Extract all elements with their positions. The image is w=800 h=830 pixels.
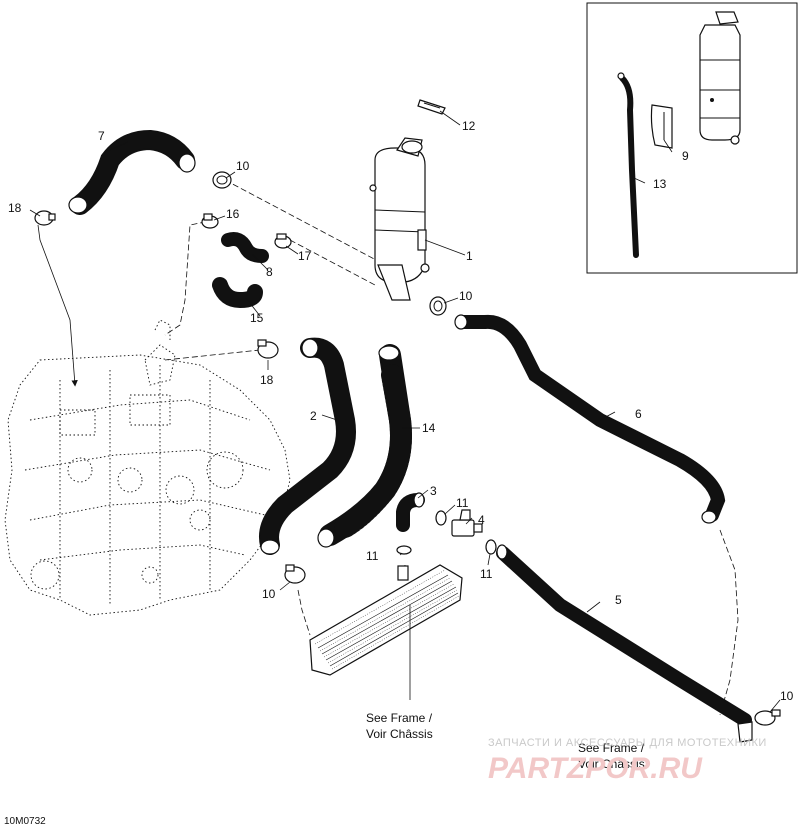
watermark: ЗАПЧАСТИ И АКСЕССУАРЫ ДЛЯ МОТОТЕХНИКИ PA… — [488, 737, 767, 785]
hose-14 — [317, 344, 412, 548]
watermark-caption: ЗАПЧАСТИ И АКСЕССУАРЫ ДЛЯ МОТОТЕХНИКИ — [488, 737, 767, 749]
clamp-10-lower — [284, 564, 306, 584]
inset-clip-9 — [650, 104, 673, 149]
callout-11: 11 — [480, 567, 493, 581]
see-frame-line2: Voir Châssis — [366, 727, 433, 741]
hose-7 — [68, 129, 196, 215]
callout-10: 10 — [262, 587, 276, 601]
dash-line-6-to-5 — [719, 529, 739, 716]
callout-2: 2 — [310, 409, 317, 423]
clamp-18-upper — [34, 210, 56, 226]
fitting-4 — [451, 509, 483, 537]
callout-18: 18 — [8, 201, 22, 215]
callout-1: 1 — [466, 249, 473, 263]
callout-13: 13 — [653, 177, 667, 191]
leader-lines — [29, 110, 781, 713]
see-frame-line2: Voir Châssis — [578, 757, 645, 771]
clamp-18-middle — [257, 339, 279, 359]
callout-5: 5 — [615, 593, 622, 607]
cap-12 — [417, 99, 446, 115]
clamp-10-right — [737, 709, 781, 743]
clamp-10-middle — [429, 296, 447, 316]
radiator-frame — [309, 564, 463, 676]
callout-3: 3 — [430, 484, 437, 498]
clamp-10-upper — [212, 171, 232, 189]
hose-8 — [221, 232, 269, 263]
see-frame-line1: See Frame / — [578, 741, 645, 755]
inset-frame — [586, 2, 798, 274]
hose-15 — [212, 277, 263, 309]
see-frame-note-right: See Frame / Voir Châssis — [578, 741, 645, 771]
o-ring-11-b — [396, 545, 412, 555]
dash-line-10-to-radiator — [297, 589, 311, 636]
callout-18: 18 — [260, 373, 274, 387]
diagram-reference-code: 10M0732 — [4, 816, 46, 827]
callout-8: 8 — [266, 265, 273, 279]
o-ring-11-a — [435, 510, 447, 526]
inset-reservoir — [699, 11, 741, 145]
hose-6 — [454, 314, 726, 524]
callout-4: 4 — [478, 513, 485, 527]
clamp-16 — [201, 213, 219, 229]
callout-17: 17 — [298, 249, 312, 263]
callout-9: 9 — [682, 149, 689, 163]
callout-10: 10 — [459, 289, 473, 303]
o-ring-11-c — [485, 539, 497, 555]
clamp-17 — [274, 233, 292, 249]
callout-labels: 7 10 18 16 8 17 15 12 1 10 18 2 14 6 3 1… — [8, 119, 794, 703]
see-frame-line1: See Frame / — [366, 711, 433, 725]
arrow-18-to-engine — [37, 224, 78, 387]
callout-12: 12 — [462, 119, 476, 133]
see-frame-note-center: See Frame / Voir Châssis — [366, 711, 433, 741]
callout-11: 11 — [366, 549, 379, 563]
engine-illustration — [4, 319, 291, 616]
hose-2 — [259, 337, 356, 555]
watermark-brand: PARTZPOR.RU — [488, 752, 703, 785]
callout-7: 7 — [98, 129, 105, 143]
elbow-3 — [396, 492, 425, 532]
callout-15: 15 — [250, 311, 264, 325]
callout-10: 10 — [780, 689, 794, 703]
dash-line-engine-to-18 — [164, 349, 261, 361]
dash-line-17-to-reservoir — [289, 239, 376, 286]
callout-10: 10 — [236, 159, 250, 173]
dash-line-10-to-reservoir — [224, 179, 396, 271]
callout-11: 11 — [456, 496, 469, 510]
callout-14: 14 — [422, 421, 436, 435]
hose-5 — [496, 544, 752, 727]
callout-6: 6 — [635, 407, 642, 421]
coolant-reservoir-1 — [369, 137, 430, 301]
dash-line-16-to-engine — [164, 219, 216, 336]
callout-16: 16 — [226, 207, 240, 221]
